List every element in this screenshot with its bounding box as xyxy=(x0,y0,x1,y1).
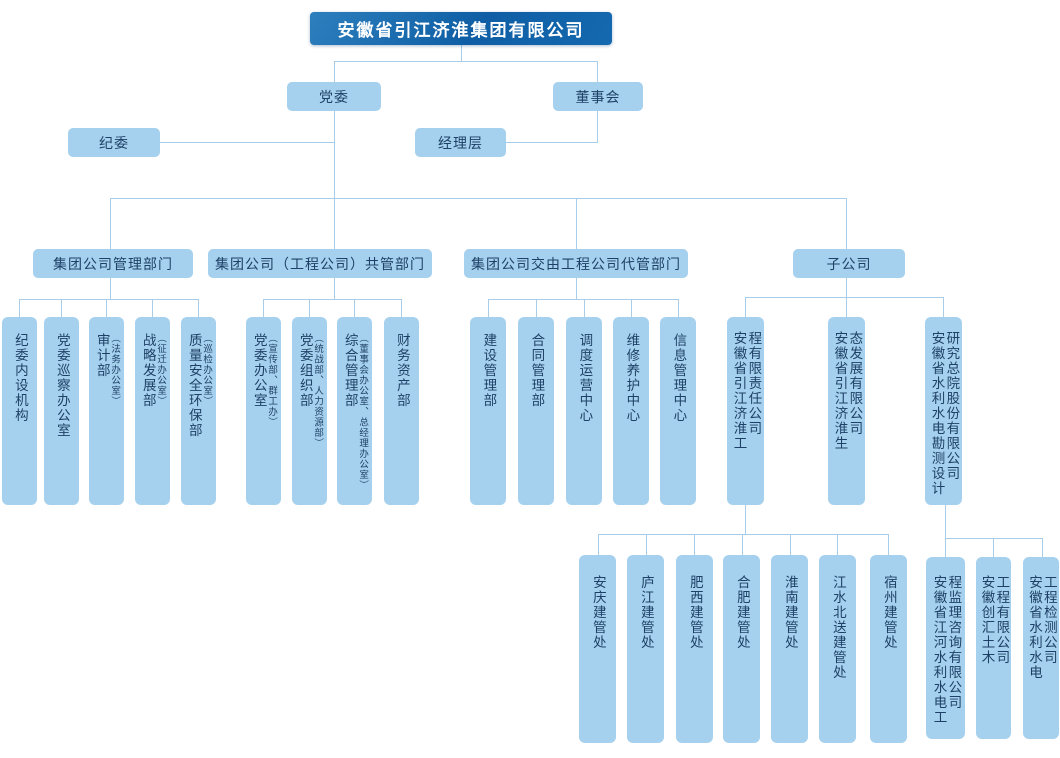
dept-node: 信息管理中心 xyxy=(660,317,696,505)
node-discipline-committee: 纪委 xyxy=(68,128,160,157)
dept-node: 调度运营中心 xyxy=(566,317,602,505)
connector-line xyxy=(846,198,847,249)
connector-line xyxy=(263,299,401,300)
connector-line xyxy=(536,299,537,317)
office-node: 宿州建管处 xyxy=(870,555,907,743)
connector-line xyxy=(461,45,462,62)
dept-node: 维修养护中心 xyxy=(613,317,649,505)
connector-line xyxy=(488,299,678,300)
connector-line xyxy=(598,534,599,555)
connector-line xyxy=(263,299,264,317)
dept-node: 建设管理部 xyxy=(470,317,506,505)
connector-line xyxy=(943,297,944,317)
company-node: 安徽创汇土木工程有限公司 xyxy=(976,557,1011,739)
connector-line xyxy=(576,198,577,249)
connector-line xyxy=(1042,538,1043,557)
connector-line xyxy=(597,111,598,143)
connector-line xyxy=(945,505,946,557)
connector-line xyxy=(110,278,111,299)
connector-line xyxy=(597,61,598,82)
connector-line xyxy=(334,111,335,249)
connector-line xyxy=(152,299,153,317)
root-node: 安徽省引江济淮集团有限公司 xyxy=(310,12,612,45)
connector-line xyxy=(334,61,598,62)
connector-line xyxy=(576,278,577,299)
connector-line xyxy=(790,534,791,555)
connector-line xyxy=(846,297,847,317)
connector-line xyxy=(160,142,334,143)
group-header-management-depts: 集团公司管理部门 xyxy=(33,249,193,278)
connector-line xyxy=(334,61,335,82)
dept-node: 合同管理部 xyxy=(518,317,554,505)
connector-line xyxy=(19,299,20,317)
dept-node: 战略发展部（征迁办公室） xyxy=(135,317,170,505)
group-header-delegated-depts: 集团公司交由工程公司代管部门 xyxy=(464,249,688,278)
connector-line xyxy=(488,299,489,317)
connector-line xyxy=(354,299,355,317)
dept-node: 纪委内设机构 xyxy=(2,317,37,505)
dept-node: 党委组织部（统战部、人力资源部） xyxy=(292,317,327,505)
connector-line xyxy=(694,534,695,555)
connector-line xyxy=(110,198,111,249)
connector-line xyxy=(631,299,632,317)
connector-line xyxy=(198,299,199,317)
company-node: 安徽省引江济淮生态发展有限公司 xyxy=(828,317,865,505)
office-node: 肥西建管处 xyxy=(676,555,713,743)
connector-line xyxy=(745,297,944,298)
company-node: 安徽省水利水电勘测设计研究总院股份有限公司 xyxy=(925,317,962,505)
connector-line xyxy=(309,299,310,317)
connector-line xyxy=(837,534,838,555)
connector-line xyxy=(19,299,199,300)
dept-node: 党委办公室（宣传部、群工办） xyxy=(246,317,281,505)
dept-node: 党委巡察办公室 xyxy=(44,317,79,505)
node-management-layer: 经理层 xyxy=(415,128,506,157)
connector-line xyxy=(598,534,889,535)
connector-line xyxy=(646,534,647,555)
connector-line xyxy=(401,299,402,317)
connector-line xyxy=(888,534,889,555)
connector-line xyxy=(106,299,107,317)
connector-line xyxy=(846,278,847,297)
office-node: 庐江建管处 xyxy=(627,555,664,743)
office-node: 淮南建管处 xyxy=(771,555,808,743)
root-node-label: 安徽省引江济淮集团有限公司 xyxy=(337,21,585,40)
connector-line xyxy=(745,297,746,317)
dept-node: 审计部（法务办公室） xyxy=(89,317,124,505)
company-node: 安徽省江河水利水电工程监理咨询有限公司 xyxy=(926,557,965,739)
office-node: 合肥建管处 xyxy=(723,555,760,743)
connector-line xyxy=(61,299,62,317)
connector-line xyxy=(678,299,679,317)
dept-node: 财务资产部 xyxy=(384,317,419,505)
connector-line xyxy=(584,299,585,317)
connector-line xyxy=(742,534,743,555)
dept-node: 综合管理部（董事会办公室、总经理办公室） xyxy=(337,317,372,505)
node-party-committee: 党委 xyxy=(287,82,381,111)
connector-line xyxy=(506,142,597,143)
company-node: 安徽省水利水电工程检测公司 xyxy=(1023,557,1059,739)
company-node: 安徽省引江济淮工程有限责任公司 xyxy=(727,317,764,505)
connector-line xyxy=(993,538,994,557)
office-node: 江水北送建管处 xyxy=(819,555,856,743)
dept-node: 质量安全环保部（巡检办公室） xyxy=(181,317,216,505)
connector-line xyxy=(745,505,746,534)
connector-line xyxy=(334,278,335,299)
group-header-subsidiaries: 子公司 xyxy=(793,249,905,278)
node-board-of-directors: 董事会 xyxy=(553,82,643,111)
group-header-comanaged-depts: 集团公司（工程公司）共管部门 xyxy=(208,249,432,278)
office-node: 安庆建管处 xyxy=(579,555,616,743)
connector-line xyxy=(110,198,846,199)
